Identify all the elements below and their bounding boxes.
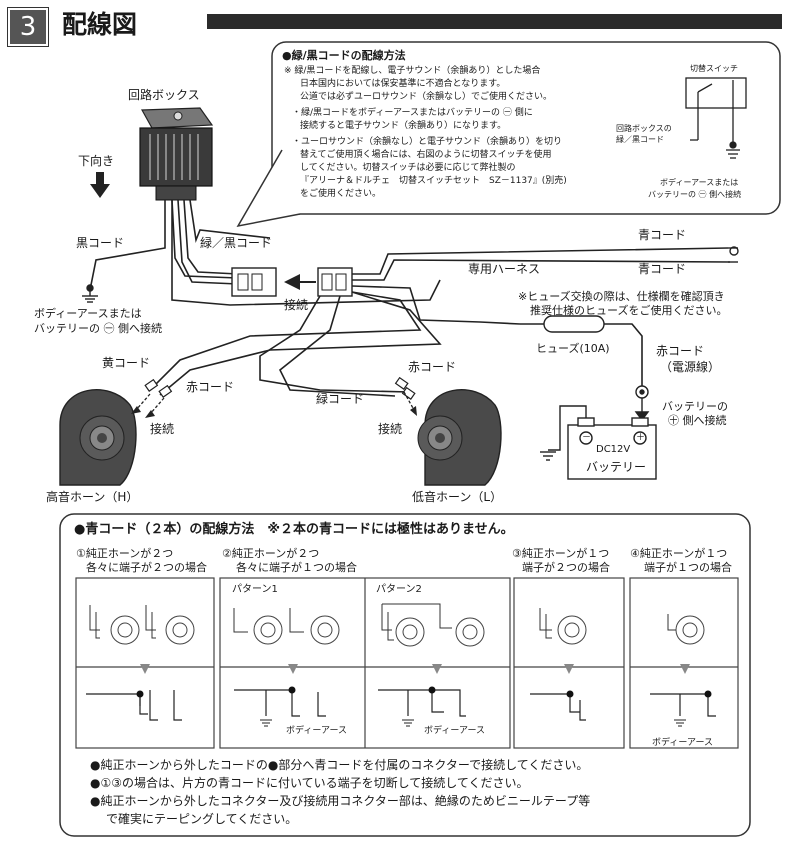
callout-line-10: をご使用ください。: [300, 189, 382, 199]
panel-arrows: [140, 664, 690, 674]
battery-minus-sign: －: [582, 433, 592, 443]
callout-line-8: してください。切替スイッチは必要に応じて弊社製の: [300, 163, 516, 173]
battery: [540, 405, 657, 480]
red-cord-left-label: 赤コード: [186, 380, 235, 394]
down-arrow: [90, 172, 110, 198]
harness-label: 専用ハーネス: [468, 262, 541, 276]
circuit-box: [139, 107, 214, 201]
callout-line-1: ※ 緑/黒コードを配線し、電子サウンド（余韻あり）とした場合: [284, 66, 541, 76]
pattern1-label: パターン1: [232, 584, 278, 595]
horn-terminals: [144, 376, 416, 400]
callout-title: ●緑/黒コードの配線方法: [282, 49, 406, 62]
horn-high: [59, 389, 137, 486]
case3-line2: 端子が２つの場合: [522, 561, 610, 574]
power-terminal: [634, 385, 650, 422]
mini-wires-bottom: [86, 689, 716, 721]
mini-grounds: [260, 719, 686, 727]
connectors: [231, 267, 353, 297]
switch-label: 切替スイッチ: [690, 64, 738, 73]
dashed-arrows: [135, 391, 415, 415]
body-earth-label-2: ボディーアース: [424, 726, 486, 736]
red-cord-power-2: （電源線）: [660, 360, 721, 374]
blue-cord-label-2: 青コード: [638, 262, 687, 276]
horn-low-label: 低音ホーン（L）: [412, 490, 503, 504]
fuse: [543, 315, 605, 333]
page-title: 配線図: [62, 10, 138, 39]
ground-symbol-black: [82, 284, 98, 303]
green-cord-label: 緑コード: [316, 392, 365, 406]
horn-low: [417, 389, 502, 486]
switch-figure: [685, 77, 747, 159]
case1-line2: 各々に端子が２つの場合: [86, 561, 207, 574]
callout-box: [271, 41, 781, 215]
mini-horns: [110, 615, 705, 647]
switch-ground-2: バッテリーの ㊀ 側へ接続: [648, 190, 742, 199]
box-wires: [89, 199, 441, 306]
harness-wires: [149, 247, 731, 397]
callout-line-9: 『アリーナ＆ドルチェ 切替スイッチセット SZ－1137』(別売): [300, 176, 567, 186]
battery-plus-sign: ＋: [636, 433, 646, 443]
case4-line2: 端子が１つの場合: [644, 561, 732, 574]
junction-dots: [136, 686, 712, 698]
fuse-note-2: 推奨仕様のヒューズをご使用ください。: [530, 304, 728, 317]
red-cord-power-1: 赤コード: [656, 344, 705, 358]
mini-wires-top: [89, 603, 676, 641]
blue-terminals: [728, 246, 739, 263]
yellow-cord-label: 黄コード: [102, 356, 151, 370]
callout-line-5: 接続すると電子サウンド（余韻あり）になります。: [300, 121, 507, 131]
header-bar: [207, 14, 782, 29]
arrowheads: [131, 406, 417, 418]
note-3: ●純正ホーンから外したコネクター及び接続用コネクター部は、絶縁のためビニールテー…: [90, 794, 591, 808]
fuse-label: ヒューズ(10A): [536, 342, 610, 355]
pointer-mask: [283, 200, 303, 213]
battery-label: バッテリー: [586, 460, 647, 474]
connect-left-label: 接続: [150, 422, 175, 436]
downward-label: 下向き: [78, 154, 115, 168]
blue-cord-label-1: 青コード: [638, 228, 687, 242]
horn-high-label: 高音ホーン（H）: [46, 490, 139, 504]
case3-line1: ③純正ホーンが１つ: [512, 547, 610, 560]
note-2: ●①③の場合は、片方の青コードに付いている端子を切断して接続してください。: [90, 776, 529, 790]
callout-line-3: 公道では必ずユーロサウンド（余韻なし）でご使用ください。: [300, 92, 553, 102]
ground-note-1: ボディーアースまたは: [34, 307, 142, 320]
connect-label-center: 接続: [284, 298, 309, 312]
ground-note-2: バッテリーの ㊀ 側へ接続: [34, 322, 162, 335]
callout-line-7: 替えてご使用頂く場合には、右図のように切替スイッチを使用: [300, 150, 552, 160]
black-cord-label: 黒コード: [76, 236, 125, 250]
case4-line1: ④純正ホーンが１つ: [630, 547, 728, 560]
battery-plus-1: バッテリーの: [662, 400, 728, 413]
callout-line-2: 日本国内においては保安基準に不適合となります。: [300, 79, 506, 89]
note-4: で確実にテーピングしてください。: [106, 812, 298, 826]
pattern2-label: パターン2: [376, 584, 422, 595]
fuse-note-1: ※ヒューズ交換の際は、仕様欄を確認頂き: [518, 290, 725, 303]
red-cord-right-label: 赤コード: [408, 360, 457, 374]
green-black-cord-label: 緑／黒コード: [200, 236, 273, 250]
callout-line-4: ・緑/黒コードをボディーアースまたはバッテリーの ㊀ 側に: [292, 108, 533, 118]
switch-from-2: 緑／黒コード: [616, 135, 664, 144]
connect-right-label: 接続: [378, 422, 403, 436]
body-earth-label-3: ボディーアース: [652, 738, 714, 748]
battery-voltage: DC12V: [596, 444, 631, 455]
pattern-panels: [75, 577, 739, 749]
section-number: 3: [7, 7, 49, 47]
battery-plus-2: ㊉ 側へ接続: [668, 414, 727, 427]
case2-line2: 各々に端子が１つの場合: [236, 561, 357, 574]
note-1: ●純正ホーンから外したコードの●部分へ青コードを付属のコネクターで接続してくださ…: [90, 758, 589, 772]
circuit-box-label: 回路ボックス: [128, 88, 200, 102]
blue-section-title: ●青コード（２本）の配線方法 ※２本の青コードには極性はありません。: [74, 522, 514, 537]
body-earth-label-1: ボディーアース: [286, 726, 348, 736]
switch-from-1: 回路ボックスの: [616, 124, 672, 133]
case2-line1: ②純正ホーンが２つ: [222, 547, 320, 560]
callout-line-6: ・ユーロサウンド（余韻なし）と電子サウンド（余韻あり）を切り: [292, 137, 563, 147]
case1-line1: ①純正ホーンが２つ: [76, 547, 174, 560]
switch-ground-1: ボディーアースまたは: [660, 178, 739, 187]
